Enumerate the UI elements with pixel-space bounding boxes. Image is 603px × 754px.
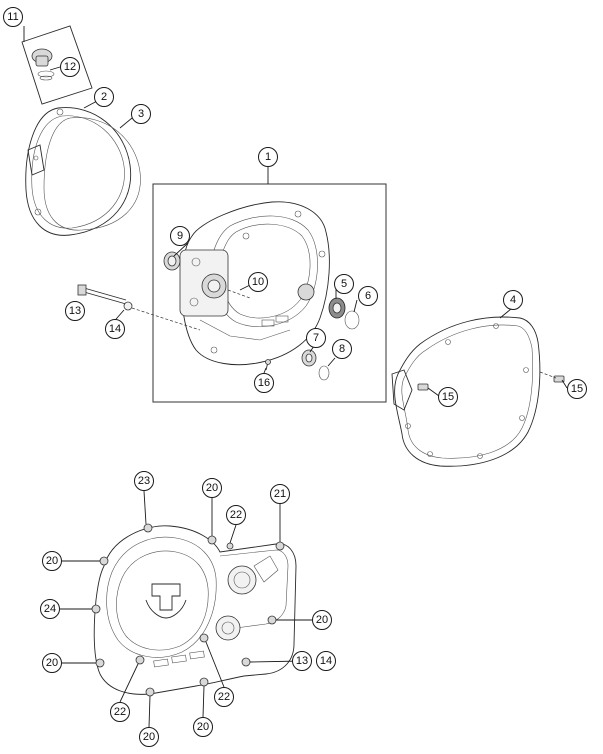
callout-20-bottom: 20 xyxy=(139,727,159,747)
callout-2: 2 xyxy=(94,87,114,107)
screw-16 xyxy=(265,359,271,371)
svg-text:10: 10 xyxy=(252,276,264,288)
callout-1: 1 xyxy=(258,147,278,167)
dowel-15-right xyxy=(553,375,565,383)
svg-text:4: 4 xyxy=(510,294,516,306)
svg-text:20: 20 xyxy=(46,555,58,567)
svg-text:16: 16 xyxy=(258,377,270,389)
plug-body xyxy=(35,55,49,67)
svg-text:14: 14 xyxy=(109,323,121,335)
callout-20-bottom-right: 20 xyxy=(193,717,213,737)
svg-text:22: 22 xyxy=(114,706,126,718)
callout-15-right: 15 xyxy=(567,379,587,399)
circlip-6 xyxy=(344,310,360,330)
shaft-seal-9 xyxy=(163,251,181,271)
callout-20-left-bottom: 20 xyxy=(42,653,62,673)
washer-14 xyxy=(123,301,133,311)
svg-text:20: 20 xyxy=(143,731,155,743)
callout-10: 10 xyxy=(248,272,268,292)
callout-23: 23 xyxy=(134,471,154,491)
svg-text:8: 8 xyxy=(339,343,345,355)
svg-text:15: 15 xyxy=(442,391,454,403)
callout-8: 8 xyxy=(332,339,352,359)
svg-text:21: 21 xyxy=(274,488,286,500)
callout-14-top: 14 xyxy=(105,319,125,339)
svg-text:13: 13 xyxy=(69,305,81,317)
cover-bolts xyxy=(91,523,285,697)
callout-6: 6 xyxy=(358,286,378,306)
callout-11: 11 xyxy=(3,7,23,27)
dowel-15-left xyxy=(417,383,429,391)
svg-text:22: 22 xyxy=(230,509,242,521)
o-ring-12 xyxy=(37,70,55,78)
svg-text:12: 12 xyxy=(64,61,76,73)
svg-text:20: 20 xyxy=(46,657,58,669)
callout-20-left-top: 20 xyxy=(42,551,62,571)
callout-3: 3 xyxy=(131,104,151,124)
gasket-3 xyxy=(43,117,141,231)
svg-text:7: 7 xyxy=(313,332,319,344)
gasket-4 xyxy=(391,316,541,467)
callout-16: 16 xyxy=(254,373,274,393)
bolt-13 xyxy=(77,284,127,305)
circlip-8 xyxy=(318,365,330,381)
clutch-cover-inner xyxy=(179,201,330,366)
callout-22-right: 22 xyxy=(214,687,234,707)
svg-text:15: 15 xyxy=(571,383,583,395)
svg-text:14: 14 xyxy=(320,655,332,667)
callout-4: 4 xyxy=(503,290,523,310)
callout-22-left: 22 xyxy=(110,702,130,722)
svg-text:3: 3 xyxy=(138,108,144,120)
callout-20-top: 20 xyxy=(202,478,222,498)
clutch-cover-assembly-box xyxy=(152,183,387,403)
svg-text:20: 20 xyxy=(206,482,218,494)
callout-12: 12 xyxy=(60,57,80,77)
callout-20-right: 20 xyxy=(312,610,332,630)
svg-text:2: 2 xyxy=(101,91,107,103)
svg-text:6: 6 xyxy=(365,290,371,302)
clutch-cover-assembled xyxy=(93,525,297,695)
clutch-cover-outer xyxy=(25,107,132,236)
svg-text:11: 11 xyxy=(7,11,18,23)
svg-text:23: 23 xyxy=(138,475,150,487)
svg-text:22: 22 xyxy=(218,691,230,703)
svg-text:5: 5 xyxy=(341,278,347,290)
svg-text:1: 1 xyxy=(265,151,271,163)
pin-10 xyxy=(227,289,251,299)
callout-9: 9 xyxy=(170,226,190,246)
svg-text:20: 20 xyxy=(316,614,328,626)
svg-text:13: 13 xyxy=(296,655,308,667)
callout-13-bottom: 13 xyxy=(292,651,312,671)
svg-text:9: 9 xyxy=(177,230,183,242)
o-ring-12b xyxy=(39,75,53,81)
oil-filler-plug-group xyxy=(21,25,93,105)
callout-21: 21 xyxy=(270,484,290,504)
callout-15-left: 15 xyxy=(438,387,458,407)
callout-22-top: 22 xyxy=(226,505,246,525)
callout-24: 24 xyxy=(40,599,60,619)
callout-14-bottom: 14 xyxy=(316,651,336,671)
svg-text:20: 20 xyxy=(197,721,209,733)
callout-13-top: 13 xyxy=(65,301,85,321)
callout-7: 7 xyxy=(306,328,326,348)
plug-detail-box xyxy=(21,25,93,105)
callout-5: 5 xyxy=(334,274,354,294)
bearing-5 xyxy=(328,297,346,319)
seal-7 xyxy=(301,349,317,367)
svg-text:24: 24 xyxy=(44,603,56,615)
